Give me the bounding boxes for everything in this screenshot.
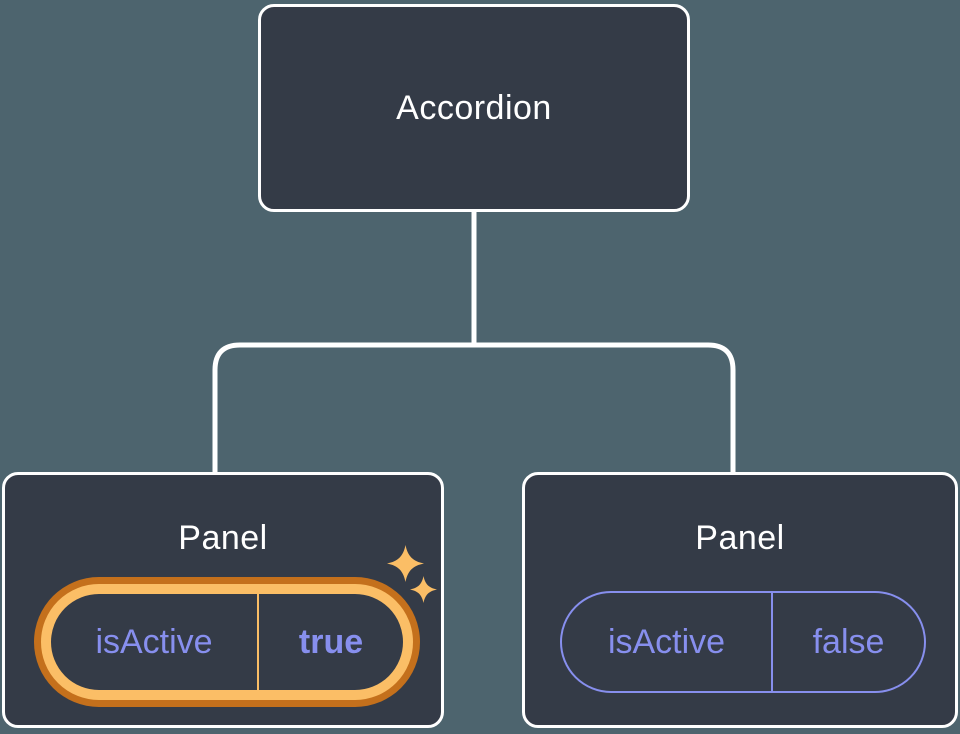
prop-value-label: false: [812, 622, 885, 661]
prop-name-label: isActive: [562, 593, 774, 691]
panel-node-inactive: Panel isActive false: [522, 472, 958, 728]
panel-node-label: Panel: [178, 519, 268, 557]
prop-pill-active: isActive true: [41, 584, 413, 700]
panel-node-label: Panel: [695, 519, 785, 557]
panel-node-active: Panel isActive true: [2, 472, 444, 728]
prop-pill-inactive: isActive false: [560, 591, 926, 693]
accordion-node: Accordion: [258, 4, 690, 212]
prop-value-label: true: [298, 622, 364, 661]
connector-bracket: [212, 342, 736, 473]
prop-name-label: isActive: [51, 594, 260, 690]
accordion-node-label: Accordion: [396, 88, 552, 127]
